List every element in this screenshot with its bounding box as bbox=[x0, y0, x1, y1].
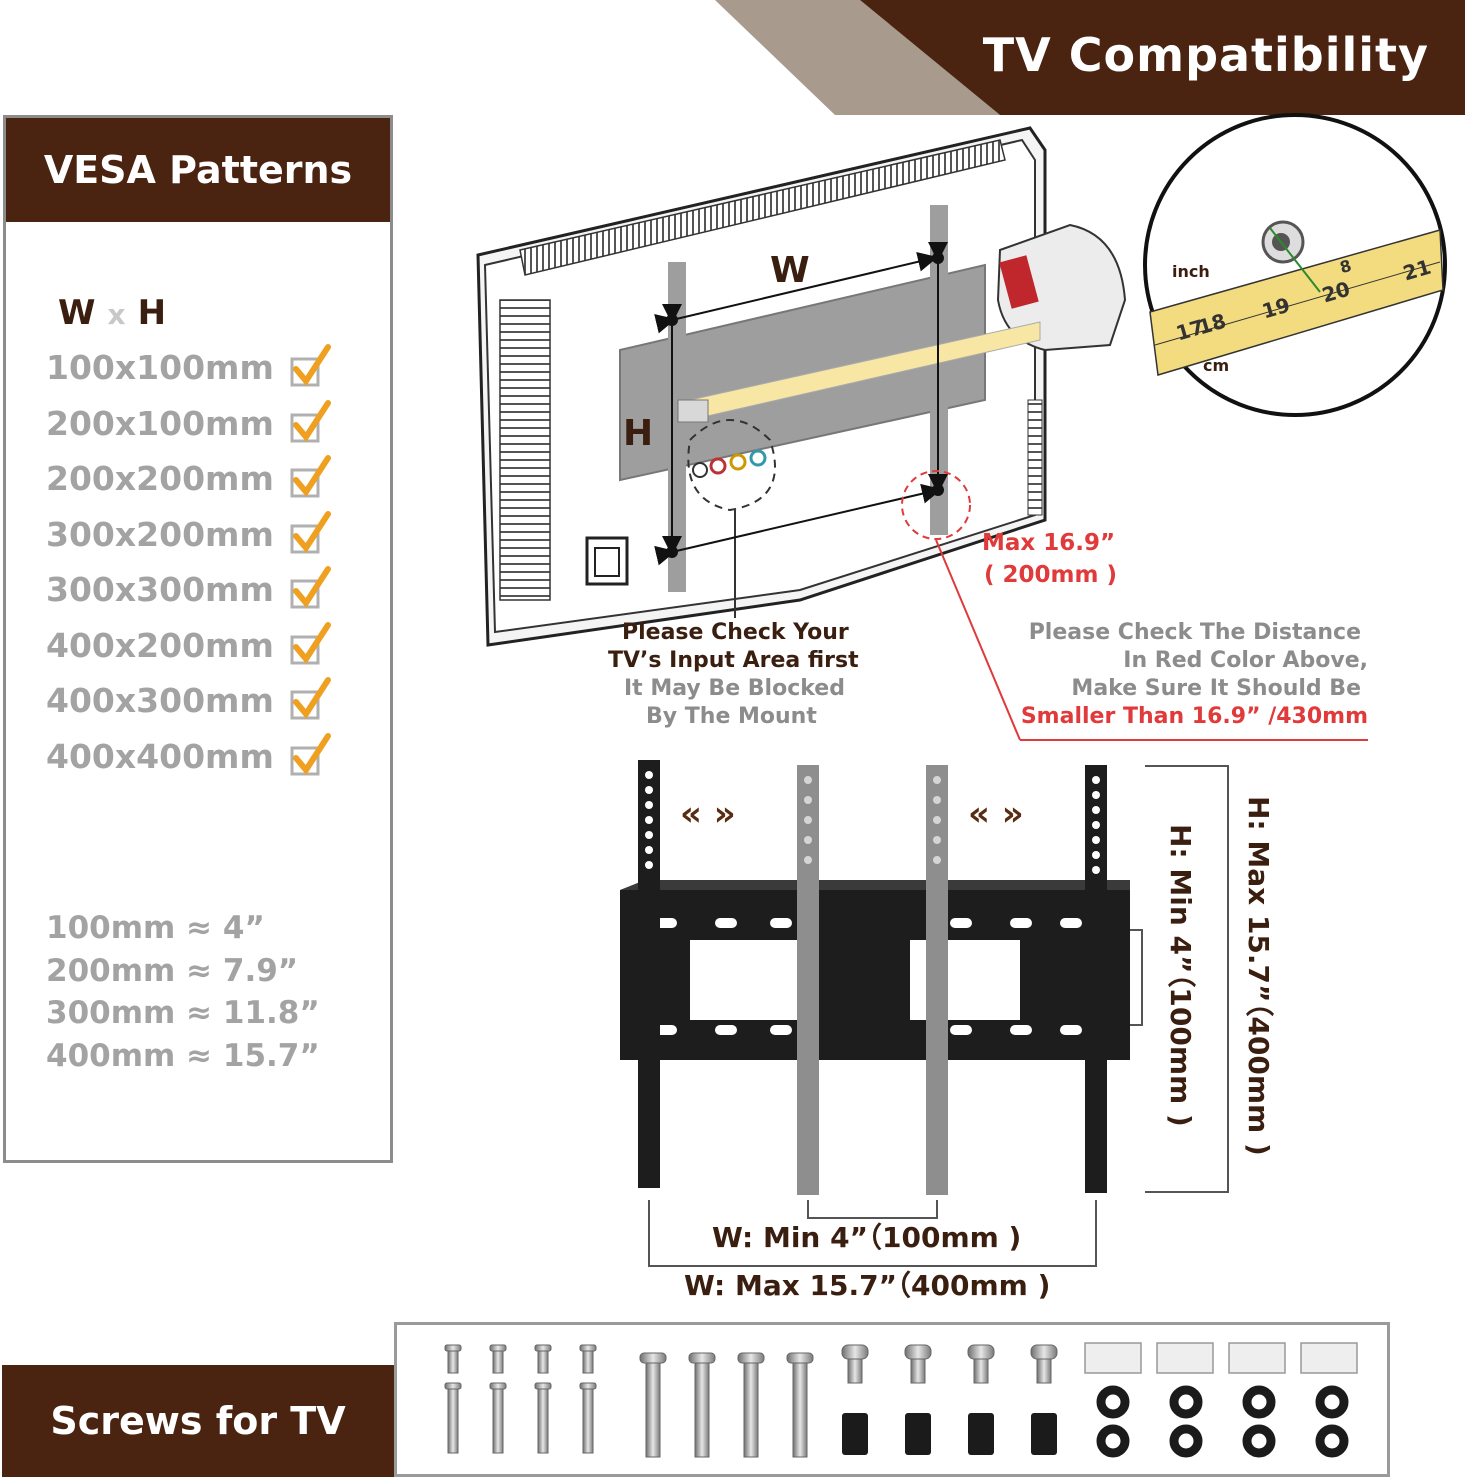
checkmark-icon bbox=[290, 733, 331, 776]
vesa-pattern-item: 400x300mm bbox=[46, 681, 274, 720]
vesa-pattern-item: 400x400mm bbox=[46, 737, 274, 776]
tape-inch-label: inch bbox=[1172, 262, 1210, 281]
wall-mount-illustration bbox=[620, 760, 1229, 1267]
distance-note-line: In Red Color Above, bbox=[1123, 648, 1368, 673]
vesa-pattern-item: 200x100mm bbox=[46, 404, 274, 443]
distance-note-line: Make Sure It Should Be bbox=[1071, 676, 1361, 701]
slide-arrows-left: « » bbox=[680, 794, 736, 834]
tv-back-illustration bbox=[476, 126, 1368, 741]
checkmark-icon bbox=[290, 511, 331, 554]
w-label: W bbox=[58, 293, 96, 333]
checkmark-icon bbox=[290, 622, 331, 665]
page-title: TV Compatibility bbox=[982, 28, 1429, 82]
tape-cm-label: cm bbox=[1203, 356, 1230, 375]
checkmark-icon bbox=[290, 455, 331, 498]
conversion-item: 100mm ≈ 4” bbox=[46, 910, 265, 946]
vesa-pattern-item: 100x100mm bbox=[46, 348, 274, 387]
screws-illustration bbox=[444, 1342, 1358, 1458]
x-label: x bbox=[107, 298, 126, 331]
header-banner bbox=[715, 0, 1465, 115]
input-note-line: Please Check Your bbox=[622, 620, 849, 645]
tv-width-label: W bbox=[770, 250, 810, 291]
distance-note-line: Smaller Than 16.9” /430mm bbox=[1020, 704, 1368, 729]
slide-arrows-right: « » bbox=[968, 794, 1024, 834]
input-note-line: By The Mount bbox=[646, 704, 817, 729]
width-max-label: W: Max 15.7”（400mm ) bbox=[684, 1269, 1051, 1302]
vesa-pattern-item: 300x300mm bbox=[46, 570, 274, 609]
input-note-line: It May Be Blocked bbox=[624, 676, 845, 701]
width-min-label: W: Min 4”（100mm ) bbox=[712, 1221, 1022, 1254]
height-min-label: H: Min 4”（100mm ) bbox=[1164, 824, 1197, 1127]
vesa-pattern-item: 400x200mm bbox=[46, 626, 274, 665]
height-max-label: H: Max 15.7”（400mm ) bbox=[1242, 796, 1275, 1156]
distance-note-line: Please Check The Distance bbox=[1028, 620, 1361, 645]
checkmark-icon bbox=[290, 566, 331, 609]
screws-panel bbox=[394, 1322, 1390, 1477]
vesa-pattern-item: 300x200mm bbox=[46, 515, 274, 554]
checkmark-icon bbox=[290, 677, 331, 720]
checkmark-icon bbox=[290, 400, 331, 443]
conversion-item: 300mm ≈ 11.8” bbox=[46, 995, 320, 1031]
max-distance-mm-label: ( 200mm ) bbox=[984, 562, 1117, 588]
max-distance-label: Max 16.9” bbox=[982, 530, 1116, 556]
screws-title: Screws for TV bbox=[2, 1365, 394, 1477]
tv-mount-diagram bbox=[476, 113, 1447, 1267]
tape-measure-closeup bbox=[1143, 113, 1447, 417]
conversion-item: 200mm ≈ 7.9” bbox=[46, 953, 299, 989]
vesa-pattern-item: 200x200mm bbox=[46, 459, 274, 498]
input-note-line: TV’s Input Area first bbox=[608, 648, 859, 673]
checkmark-icon bbox=[290, 344, 331, 387]
conversion-item: 400mm ≈ 15.7” bbox=[46, 1038, 320, 1074]
tv-height-label: H bbox=[623, 413, 654, 454]
h-label: H bbox=[137, 293, 167, 333]
vesa-patterns-title: VESA Patterns bbox=[6, 118, 390, 222]
